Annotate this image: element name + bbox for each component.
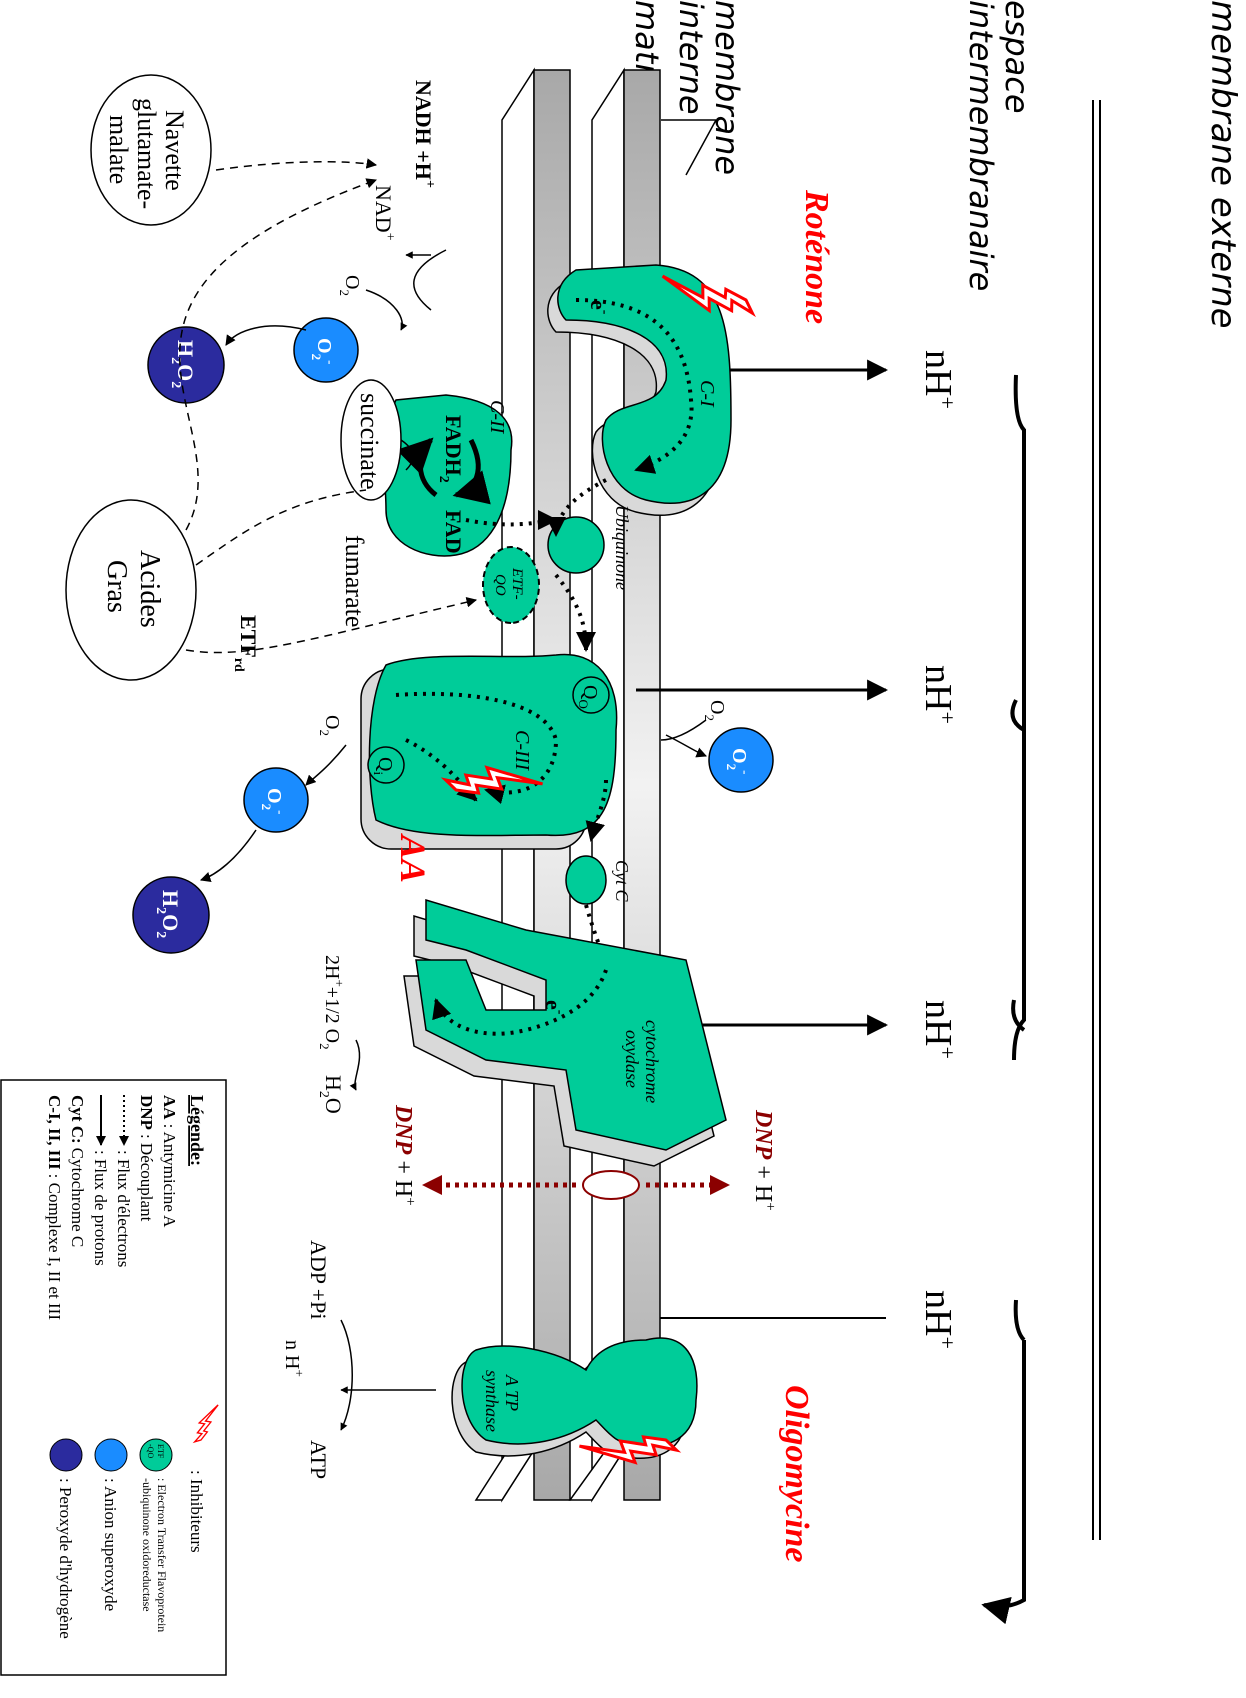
atp-synthase-label-1: A TP: [502, 1374, 522, 1411]
proton-label-3: nH+: [917, 1000, 960, 1059]
inner-membrane-label-1: membrane: [708, 0, 746, 175]
peroxide-c1-label: H2O2: [168, 340, 198, 388]
legend-title: Légende:: [187, 1095, 207, 1166]
legend-proton: : Flux de protons: [91, 1150, 110, 1266]
legend-etf-qo-1: : Electron Transfer Flavoprotein: [155, 1478, 169, 1632]
qo-site: [572, 676, 610, 714]
adp-label: ADP +Pi: [306, 1240, 331, 1319]
nad-label: NAD+: [371, 185, 397, 241]
cytochrome-c: [565, 855, 607, 905]
dnp-uncoupler: [422, 1170, 730, 1200]
oligomycin-label: Oligomycine: [778, 1385, 815, 1563]
atp-synthase: [451, 1337, 698, 1459]
atp-label: ATP: [306, 1440, 331, 1479]
legend-peroxide-icon: [49, 1438, 83, 1472]
legend: [0, 1079, 227, 1676]
outer-membrane-line: [1092, 100, 1101, 1540]
peroxide-c3: [132, 876, 210, 954]
fadh2-label: FADH2: [436, 415, 466, 483]
succinate-label: succinate: [355, 393, 384, 490]
cytochrome-oxidase-label-2: oxydase: [622, 1030, 642, 1088]
navette-label-3: malate: [104, 115, 133, 184]
proton-arrows: [636, 359, 889, 1319]
legend-dnp: DNP: Découplant: [137, 1095, 156, 1222]
o2-label-c3-matrix: O2: [317, 715, 343, 736]
proton-flow-brace: [981, 374, 1026, 1625]
legend-superoxide-icon: [94, 1438, 128, 1472]
nadh-oxidation-arrow: [413, 249, 447, 311]
etf-qo-label-1: ETF-: [509, 567, 525, 600]
proton-label-1: nH+: [917, 350, 960, 409]
oxygen-reduction-label: 2H++1/2 O2: [317, 955, 347, 1050]
complex-3-label: C-III: [511, 730, 533, 771]
fumarate-label: fumarate: [340, 535, 369, 627]
matrix-protons-label: n H+: [281, 1340, 307, 1377]
complex-1-electron: e-: [586, 300, 612, 315]
navette-label-2: glutamate-: [132, 98, 161, 209]
o2-label-c3-ims: O2: [702, 700, 728, 721]
etf-qo: [482, 546, 540, 624]
navette-label-1: Navette: [160, 110, 189, 191]
superoxide-c1: [293, 317, 359, 383]
peroxide-c3-label: H2O2: [153, 890, 183, 938]
legend-cytc: Cyt C:Cytochrome C: [68, 1095, 87, 1247]
proton-label-4: nH+: [917, 1290, 960, 1349]
complex-2-label: C-II: [486, 400, 508, 435]
cytochrome-oxidase-label-1: cytochrome: [642, 1020, 662, 1103]
nadh-label: NADH +H+: [411, 80, 437, 188]
legend-inhibitor: : Inhibiteurs: [187, 1470, 206, 1553]
cytochrome-oxidase-electron: e-: [541, 1000, 567, 1015]
o2-label-c1: O2: [337, 275, 363, 296]
qi-label: Qi: [371, 757, 396, 775]
antimycin-label: AA: [393, 833, 433, 883]
ubiquinone-label: Ubiquinone: [612, 505, 632, 590]
legend-etf-qo-icon-text-1: ETF: [156, 1444, 165, 1459]
legend-etf-qo-icon-text-2: -QO: [146, 1444, 155, 1458]
superoxide-c1-label: O2-: [309, 338, 338, 364]
superoxide-c3-ims-label: O2-: [724, 748, 753, 774]
acides-gras-bubble: [65, 499, 197, 681]
proton-label-2: nH+: [917, 665, 960, 724]
complex-3: [360, 653, 618, 850]
acides-gras-label-2: Gras: [101, 560, 132, 613]
cytochrome-oxidase: [403, 898, 727, 1167]
intermembrane-label-1: espace: [998, 0, 1036, 114]
dnp-label-outer: DNP + H+: [750, 1109, 778, 1211]
rotenone-label: Roténone: [798, 189, 835, 324]
legend-peroxide: : Peroxyde d'hydrogène: [56, 1478, 75, 1639]
legend-electron: : Flux d'électrons: [114, 1150, 133, 1267]
legend-etf-qo-icon: [139, 1438, 173, 1472]
legend-complexes: C-I, II, III: Complexe I, II et III: [45, 1095, 64, 1320]
cytochrome-c-label: Cyt C: [612, 860, 632, 902]
acides-gras-label-1: Acides: [134, 550, 165, 628]
fad-label: FAD: [441, 510, 466, 554]
qi-site: [367, 746, 405, 784]
superoxide-c3-matrix: [243, 767, 309, 833]
ubiquinone: [547, 516, 605, 574]
complex-1: [547, 264, 732, 516]
legend-superoxide: : Anion superoxyde: [101, 1478, 120, 1611]
etf-qo-label-2: QO: [492, 574, 508, 596]
legend-aa: AA: Antymicine A: [160, 1095, 179, 1228]
inner-membrane-label-2: interne: [672, 0, 710, 115]
superoxide-c3-ims: [708, 727, 774, 793]
qo-label: QO: [576, 685, 601, 709]
succinate-to-fadh2-arrow: [400, 439, 414, 471]
intermembrane-label-2: intermembranaire: [962, 0, 1000, 291]
superoxide-c3-matrix-label: O2-: [259, 788, 288, 814]
outer-membrane-label: membrane externe: [1203, 0, 1243, 329]
complex-1-label: C-I: [696, 380, 718, 408]
water-label: H2O: [316, 1075, 346, 1114]
etf-rd-label: ETFrd: [231, 615, 261, 672]
dnp-label-inner: DNP + H+: [390, 1104, 418, 1206]
legend-etf-qo-2: -ubiquinone oxidoreductase: [140, 1478, 154, 1612]
navette-bubble: [90, 74, 212, 226]
atp-synthase-label-2: synthase: [482, 1370, 502, 1432]
